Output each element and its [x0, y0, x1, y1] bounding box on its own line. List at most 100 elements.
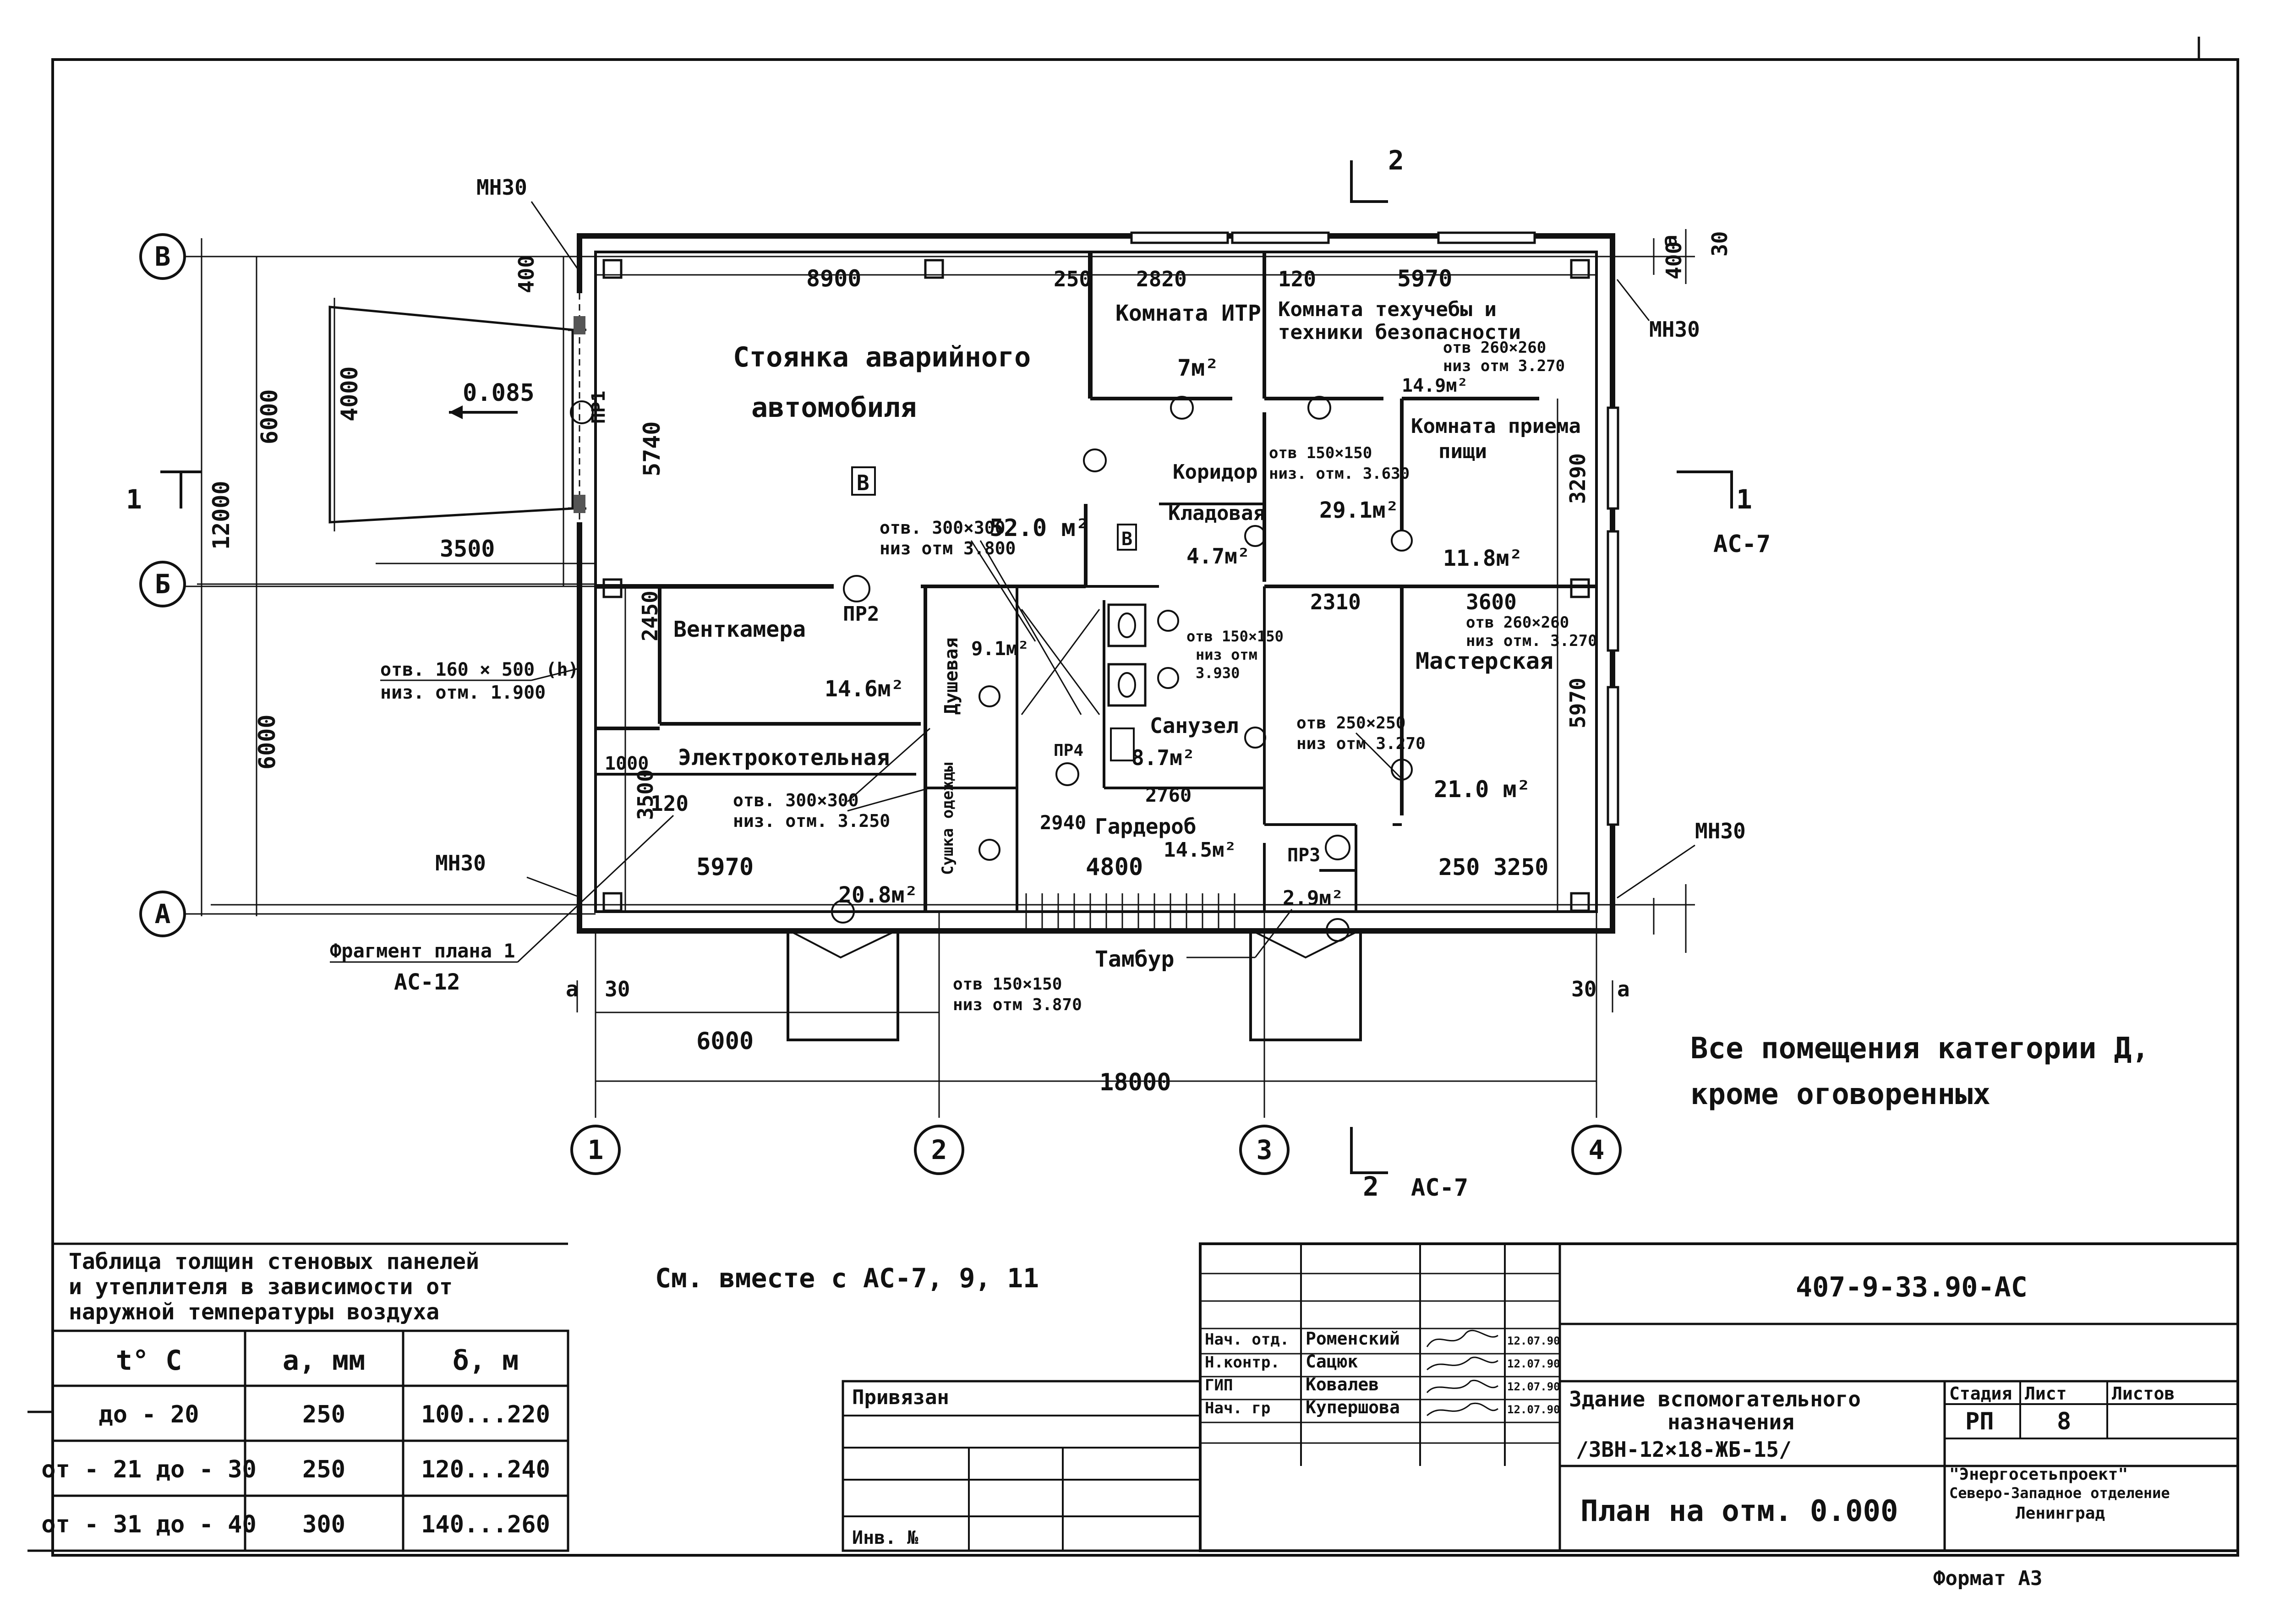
hole-150-b: отв 150×150 — [1186, 628, 1284, 645]
dim-a-bottom-right: а — [1617, 977, 1630, 1001]
room-labels: Стоянка аварийного автомобиля В 52.0 м² … — [673, 298, 1581, 972]
org-name-3: Ленинград — [2016, 1504, 2105, 1523]
room-wardrobe-area: 14.5м² — [1164, 838, 1236, 862]
dim-2760: 2760 — [1145, 784, 1192, 806]
dim-3600: 3600 — [1466, 590, 1517, 614]
dim-18000: 18000 — [1099, 1069, 1171, 1096]
thickness-table-title-2: и утеплителя в зависимости от — [69, 1274, 453, 1300]
dim-5970-right: 5970 — [1565, 678, 1590, 728]
room-wc-label: Санузел — [1150, 713, 1239, 738]
room-parking-label-2: автомобиля — [751, 392, 917, 424]
signature-2 — [1427, 1356, 1498, 1371]
axis-bubbles: В Б А 1 2 3 4 — [139, 233, 1622, 1175]
room-wardrobe-label: Гардероб — [1095, 814, 1197, 839]
hole-260-a-level: низ отм 3.270 — [1443, 357, 1565, 375]
sheet-title: План на отм. 0.000 — [1580, 1494, 1898, 1528]
signature-4 — [1427, 1402, 1498, 1416]
mn30-top-left: МН30 — [476, 175, 527, 200]
date-2: 12.07.90 — [1507, 1357, 1560, 1370]
org-name-1: "Энергосетьпроект" — [1949, 1465, 2128, 1484]
sheet-format: Формат А3 — [1933, 1567, 2042, 1590]
room-workshop-area: 21.0 м² — [1434, 776, 1531, 803]
room-shower-label: Душевая — [941, 637, 962, 715]
role-1: Нач. отд. — [1205, 1330, 1289, 1349]
section-right-ref: АС-7 — [1713, 530, 1771, 558]
see-also-note: См. вместе с АС-7, 9, 11 — [655, 1263, 1039, 1294]
axis-col-2: 2 — [931, 1134, 947, 1165]
signature-1 — [1426, 1329, 1498, 1347]
dim-6000-left-bottom: 6000 — [254, 715, 280, 770]
role-3: ГИП — [1205, 1376, 1233, 1394]
inv-label: Инв. № — [852, 1527, 918, 1548]
section-left-label: 1 — [126, 484, 142, 515]
dim-5740: 5740 — [639, 421, 665, 476]
linked-label: Привязан — [852, 1386, 949, 1409]
section-bottom-ref: АС-7 — [1411, 1174, 1468, 1202]
hole-260-b: отв 260×260 — [1466, 613, 1569, 632]
name-2: Сацюк — [1306, 1351, 1358, 1372]
thickness-table-title-1: Таблица толщин стеновых панелей — [69, 1249, 479, 1274]
sheet-frame — [51, 58, 2239, 1557]
dim-6000-top: 6000 — [256, 389, 283, 444]
fragment-ref-1: Фрагмент плана 1 — [330, 940, 515, 962]
room-itr-area: 7м² — [1177, 355, 1219, 381]
hole-300-a: отв. 300×300 — [880, 518, 1006, 538]
dim-2450: 2450 — [638, 591, 662, 641]
dim-a-top-right: а — [1657, 235, 1682, 247]
building-name-2: назначения — [1667, 1410, 1794, 1434]
room-vent-area: 14.6м² — [825, 676, 904, 702]
openings: отв. 160 × 500 (h) низ. отм. 1.900 отв. … — [380, 339, 1597, 1014]
room-tech-label-2: техники безопасности — [1278, 321, 1521, 344]
thickness-row3-temp: от - 31 до - 40 — [41, 1511, 257, 1538]
room-pantry-category: В — [1121, 529, 1132, 550]
building-name-3: /ЗВН-12×18-ЖБ-15/ — [1576, 1437, 1792, 1462]
hole-260-a: отв 260×260 — [1443, 339, 1546, 357]
dim-3250: 3250 — [1493, 854, 1548, 880]
fragment-ref-2: АС-12 — [394, 969, 460, 995]
date-4: 12.07.90 — [1507, 1403, 1560, 1416]
thickness-row1-temp: до - 20 — [98, 1401, 199, 1428]
org-name-2: Северо-Западное отделение — [1949, 1484, 2170, 1502]
pr3-label: ПР3 — [1287, 845, 1320, 866]
dim-250-bottom: 250 — [1438, 854, 1480, 880]
thickness-row2-a: 250 — [302, 1456, 345, 1483]
room-parking-label-1: Стоянка аварийного — [733, 341, 1031, 373]
room-corridor-label: Коридор — [1173, 460, 1257, 484]
dim-3290: 3290 — [1565, 453, 1590, 504]
dim-2820: 2820 — [1136, 267, 1187, 291]
dim-5970-bottom: 5970 — [696, 853, 754, 881]
section-right-label: 1 — [1736, 484, 1752, 515]
dim-30-bottom-right: 30 — [1571, 977, 1596, 1001]
thickness-row3-delta: 140...260 — [421, 1511, 550, 1538]
role-2: Н.контр. — [1205, 1353, 1280, 1372]
room-vent-label: Венткамера — [673, 617, 806, 642]
dim-5970-top: 5970 — [1397, 265, 1452, 292]
sheets-label: Листов — [2112, 1383, 2175, 1404]
dim-400-top-left: 400 — [514, 255, 539, 293]
dim-30-bottom-left: 30 — [605, 977, 630, 1001]
dim-2310: 2310 — [1310, 590, 1361, 614]
room-dining-label-2: пищи — [1438, 440, 1487, 463]
hole-300-b-level: низ. отм. 3.250 — [733, 811, 890, 831]
axis-col-4: 4 — [1589, 1134, 1605, 1165]
floor-plan — [183, 229, 1695, 1118]
sheet-value: 8 — [2057, 1408, 2071, 1435]
room-shower-area: 9.1м² — [971, 637, 1029, 660]
note-category-1: Все помещения категории Д, — [1690, 1032, 2149, 1066]
room-vestibule-label: Тамбур — [1095, 946, 1174, 972]
dim-250-top: 250 — [1054, 267, 1092, 291]
building-name-1: Здание вспомогательного — [1569, 1387, 1861, 1411]
name-3: Ковалев — [1306, 1374, 1379, 1394]
thickness-table-title-3: наружной температуры воздуха — [69, 1299, 439, 1325]
room-pantry-label: Кладовая — [1168, 502, 1265, 525]
thickness-row3-a: 300 — [302, 1511, 345, 1538]
pr4-label: ПР4 — [1054, 741, 1083, 760]
dim-2940: 2940 — [1040, 811, 1086, 834]
stage-value: РП — [1965, 1408, 1994, 1435]
hole-300-a-level: низ отм 3.800 — [880, 538, 1016, 558]
axis-row-b: Б — [155, 569, 171, 600]
room-vestibule-area: 2.9м² — [1283, 886, 1343, 910]
room-corridor-area: 29.1м² — [1319, 498, 1399, 523]
thickness-header-a: а, мм — [283, 1345, 366, 1377]
